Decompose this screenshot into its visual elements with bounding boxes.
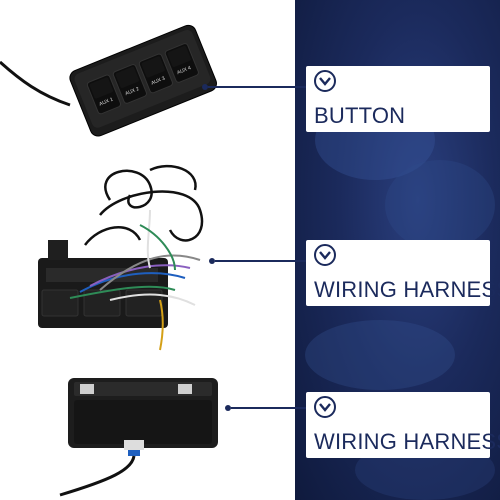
pointer-dot bbox=[225, 405, 231, 411]
wiring-harness-box-photo bbox=[38, 164, 204, 351]
chevron-down-icon bbox=[314, 70, 336, 92]
label-text: BUTTON bbox=[314, 103, 406, 128]
leader-line bbox=[215, 260, 306, 262]
pointer-dot bbox=[202, 84, 208, 90]
switch-label-aux2: AUX 2 bbox=[124, 86, 140, 97]
aux-switches: AUX 1 AUX 2 AUX 3 AUX 4 bbox=[86, 43, 199, 115]
switch-label-aux4: AUX 4 bbox=[176, 65, 192, 76]
chevron-down-icon bbox=[314, 396, 336, 418]
pointer-dot bbox=[209, 258, 215, 264]
aux-switch-panel-photo: AUX 1 AUX 2 AUX 3 AUX 4 bbox=[0, 24, 218, 497]
label-text: WIRING HARNESS bbox=[314, 429, 500, 454]
leader-line bbox=[231, 407, 306, 409]
switch-label-aux1: AUX 1 bbox=[98, 97, 114, 108]
label-card-button: BUTTON bbox=[306, 66, 490, 132]
label-card-wiring-harness: WIRING HARNESS bbox=[306, 240, 500, 306]
bottom-module-photo bbox=[59, 378, 218, 497]
switch-label-aux3: AUX 3 bbox=[150, 76, 166, 87]
label-card-wiring-harness-2: WIRING HARNESS bbox=[306, 392, 500, 458]
leader-line bbox=[208, 86, 306, 88]
chevron-down-icon bbox=[314, 244, 336, 266]
product-photo-area: AUX 1 AUX 2 AUX 3 AUX 4 bbox=[0, 24, 218, 497]
label-text: WIRING HARNESS bbox=[314, 277, 500, 302]
